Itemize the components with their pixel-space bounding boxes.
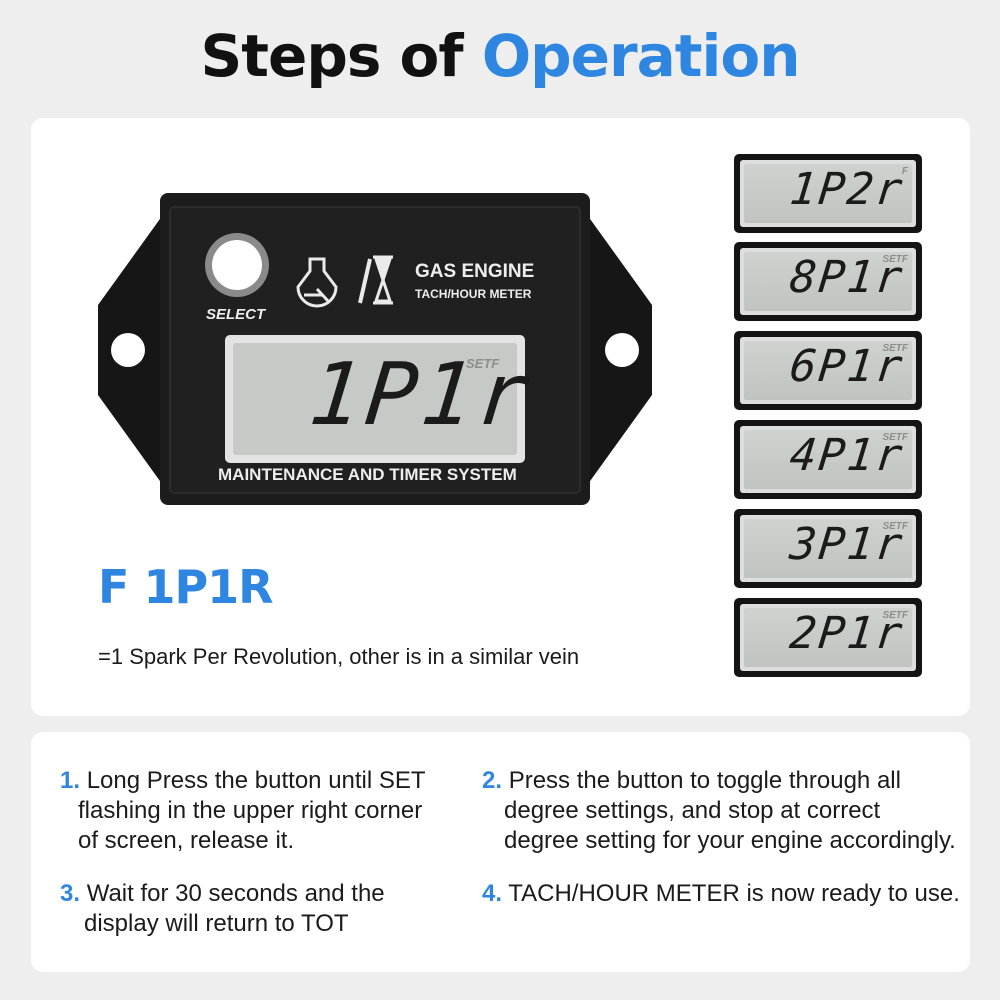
step-number: 3.	[60, 880, 81, 907]
main-lcd-flag: SETF	[466, 356, 500, 371]
engine-spark-icon	[296, 257, 338, 308]
tach-meter-device	[98, 193, 652, 505]
option-flag: SETF	[882, 254, 908, 265]
main-lcd-screen	[233, 343, 517, 455]
title-part1: Steps of	[200, 22, 463, 90]
option-display: SETF 2P1r	[734, 598, 922, 677]
option-value: 4P1r	[787, 430, 907, 481]
option-display: SETF 3P1r	[734, 509, 922, 588]
step-text: flashing in the upper right corner	[78, 797, 423, 824]
slash-divider	[358, 258, 372, 304]
option-value: 1P2r	[787, 164, 907, 215]
step-2: 2. Press the button to toggle through al…	[482, 766, 956, 856]
page-title: Steps of Operation	[0, 22, 1000, 90]
step-4: 4. TACH/HOUR METER is now ready to use.	[482, 879, 960, 909]
hourglass-icon	[373, 255, 393, 305]
step-text: TACH/HOUR METER is now ready to use.	[508, 880, 960, 907]
steps-card	[31, 732, 970, 972]
option-flag: SETF	[882, 610, 908, 621]
option-flag: SETF	[882, 343, 908, 354]
option-value: 8P1r	[787, 252, 907, 303]
option-flag: SETF	[882, 521, 908, 532]
option-value: 2P1r	[787, 608, 907, 659]
option-value: 3P1r	[787, 519, 907, 570]
select-button[interactable]	[212, 240, 262, 290]
mount-hole-right	[605, 333, 639, 367]
setting-code: F 1P1R	[98, 560, 274, 614]
step-3: 3. Wait for 30 seconds and the display w…	[60, 879, 385, 939]
footer-label: MAINTENANCE AND TIMER SYSTEM	[218, 465, 517, 484]
step-text: of screen, release it.	[78, 827, 295, 854]
step-text: degree setting for your engine according…	[504, 827, 956, 854]
main-lcd-value: 1P1r	[304, 345, 539, 445]
title-part2: Operation	[481, 22, 801, 90]
option-flag: SETF	[882, 432, 908, 443]
brand-line2: TACH/HOUR METER	[415, 287, 532, 301]
step-text: display will return to TOT	[84, 910, 349, 937]
step-number: 1.	[60, 767, 81, 794]
step-text: degree settings, and stop at correct	[504, 797, 881, 824]
option-display: SETF 4P1r	[734, 420, 922, 499]
step-number: 2.	[482, 767, 503, 794]
option-display: SETF 6P1r	[734, 331, 922, 410]
select-label: SELECT	[206, 306, 266, 323]
option-display: F 1P2r	[734, 154, 922, 233]
step-1: 1. Long Press the button until SET flash…	[60, 766, 426, 856]
step-text: Wait for 30 seconds and the	[86, 880, 385, 907]
brand-line1: GAS ENGINE	[415, 261, 535, 282]
mount-hole-left	[111, 333, 145, 367]
step-text: Press the button to toggle through all	[508, 767, 901, 794]
step-number: 4.	[482, 880, 503, 907]
option-value: 6P1r	[787, 341, 907, 392]
step-text: Long Press the button until SET	[86, 767, 426, 794]
option-display: SETF 8P1r	[734, 242, 922, 321]
setting-description: =1 Spark Per Revolution, other is in a s…	[98, 644, 580, 669]
option-flag: F	[901, 166, 908, 177]
